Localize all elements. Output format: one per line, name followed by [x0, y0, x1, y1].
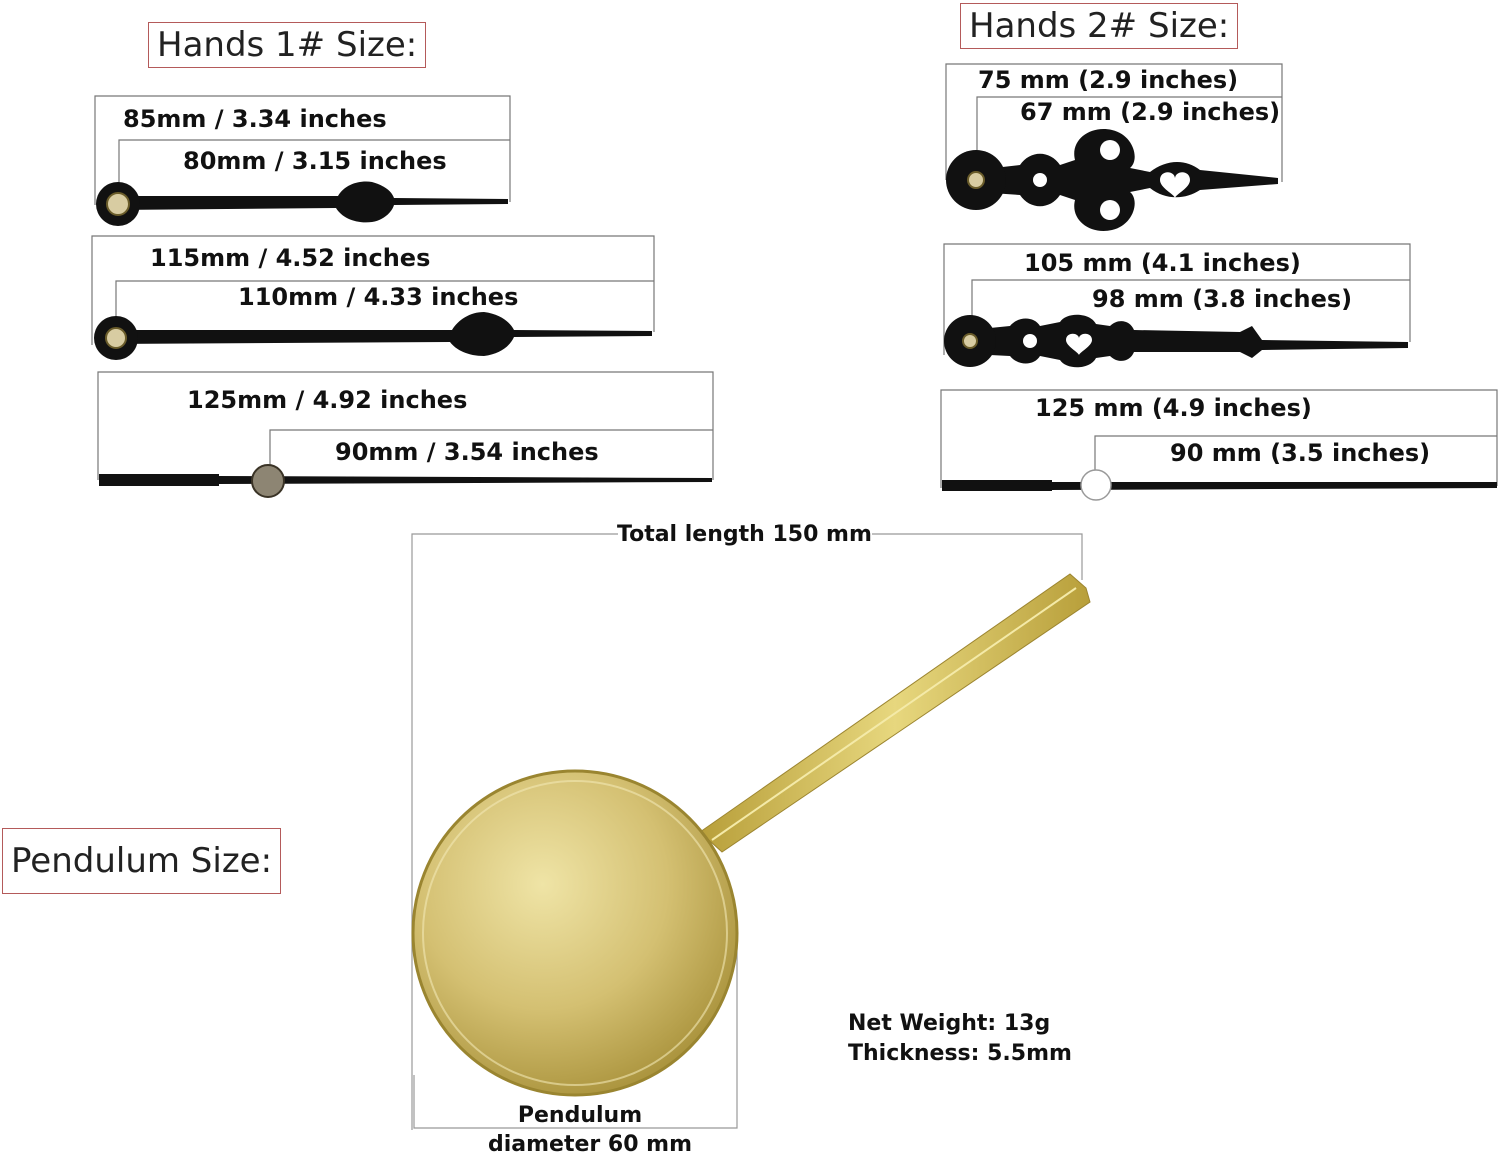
- rod-highlight: [711, 587, 1077, 841]
- second-hand-blade: [218, 476, 712, 484]
- dim-line-diameter: [413, 930, 738, 1129]
- dim-line: [976, 96, 1282, 165]
- dim-line: [940, 389, 1498, 488]
- ornament-hole: [1100, 140, 1120, 160]
- second-hand-tail: [99, 474, 219, 486]
- dim-line: [945, 63, 1283, 182]
- hands2-dim-label: 90 mm (3.5 inches): [1170, 439, 1431, 467]
- dim-line: [269, 429, 713, 472]
- minute-hand-shape: [116, 312, 652, 356]
- disc-rim-highlight: [422, 780, 728, 1086]
- pendulum-title: Pendulum Size:: [2, 828, 282, 894]
- second-hand-blade: [1050, 482, 1497, 490]
- hub-bushing: [106, 192, 130, 216]
- second-hand-tail: [942, 480, 1052, 491]
- net-weight-label: Net Weight: 13g: [848, 1011, 1051, 1036]
- pendulum-diameter-label-line2: diameter 60 mm: [487, 1132, 693, 1157]
- ornament-hole: [1033, 173, 1047, 187]
- dim-line: [94, 95, 511, 205]
- dim-line: [943, 243, 1411, 355]
- pendulum-total-length-label: Total length 150 mm: [617, 522, 872, 547]
- ornament-heart: [1066, 333, 1092, 355]
- thickness-label: Thickness: 5.5mm: [848, 1041, 1072, 1066]
- hands1-dim-label: 80mm / 3.15 inches: [183, 147, 447, 175]
- second-hand-hub: [251, 464, 285, 498]
- hands1-hour-hand-group: [94, 95, 511, 226]
- ornament-hole: [1023, 334, 1037, 348]
- hands1-title: Hands 1# Size:: [148, 22, 427, 68]
- pendulum-disc: [411, 769, 739, 1097]
- hands2-dim-label: 105 mm (4.1 inches): [1024, 249, 1301, 277]
- hands2-dim-label: 67 mm (2.9 inches): [1020, 98, 1281, 126]
- hub-bushing: [105, 327, 127, 349]
- hands2-dim-label: 75 mm (2.9 inches): [978, 66, 1239, 94]
- hands2-hour-hand-group: [945, 63, 1283, 231]
- dim-line-total-length: [872, 533, 1083, 580]
- hands1-dim-label: 110mm / 4.33 inches: [238, 283, 519, 311]
- pendulum-diameter-label-line1: Pendulum: [517, 1103, 643, 1128]
- hands1-dim-label: 85mm / 3.34 inches: [123, 105, 387, 133]
- hub-bushing: [967, 171, 985, 189]
- dim-line: [1094, 435, 1497, 480]
- hands1-dim-label: 90mm / 3.54 inches: [335, 438, 599, 466]
- pendulum-group: [411, 533, 1091, 1130]
- hands2-minute-hand-group: [943, 243, 1411, 368]
- hands1-minute-hand-group: [91, 235, 655, 360]
- dim-line: [971, 279, 1410, 330]
- hands2-dim-label: 125 mm (4.9 inches): [1035, 394, 1312, 422]
- hands1-second-hand-group: [97, 371, 714, 498]
- ornament-hole: [1100, 200, 1120, 220]
- second-hand-hub: [1080, 469, 1112, 501]
- hands2-second-hand-group: [940, 389, 1498, 501]
- dim-line: [91, 235, 655, 345]
- dim-line: [97, 371, 714, 480]
- hour-hand-shape: [118, 181, 508, 223]
- hands2-dim-label: 98 mm (3.8 inches): [1092, 285, 1353, 313]
- hands2-title: Hands 2# Size:: [960, 3, 1239, 49]
- hands1-dim-label: 125mm / 4.92 inches: [187, 386, 468, 414]
- ornament-heart: [1160, 172, 1190, 198]
- ornate-hand-shape: [976, 129, 1278, 231]
- hub-bushing: [962, 333, 978, 349]
- hands1-dim-label: 115mm / 4.52 inches: [150, 244, 431, 272]
